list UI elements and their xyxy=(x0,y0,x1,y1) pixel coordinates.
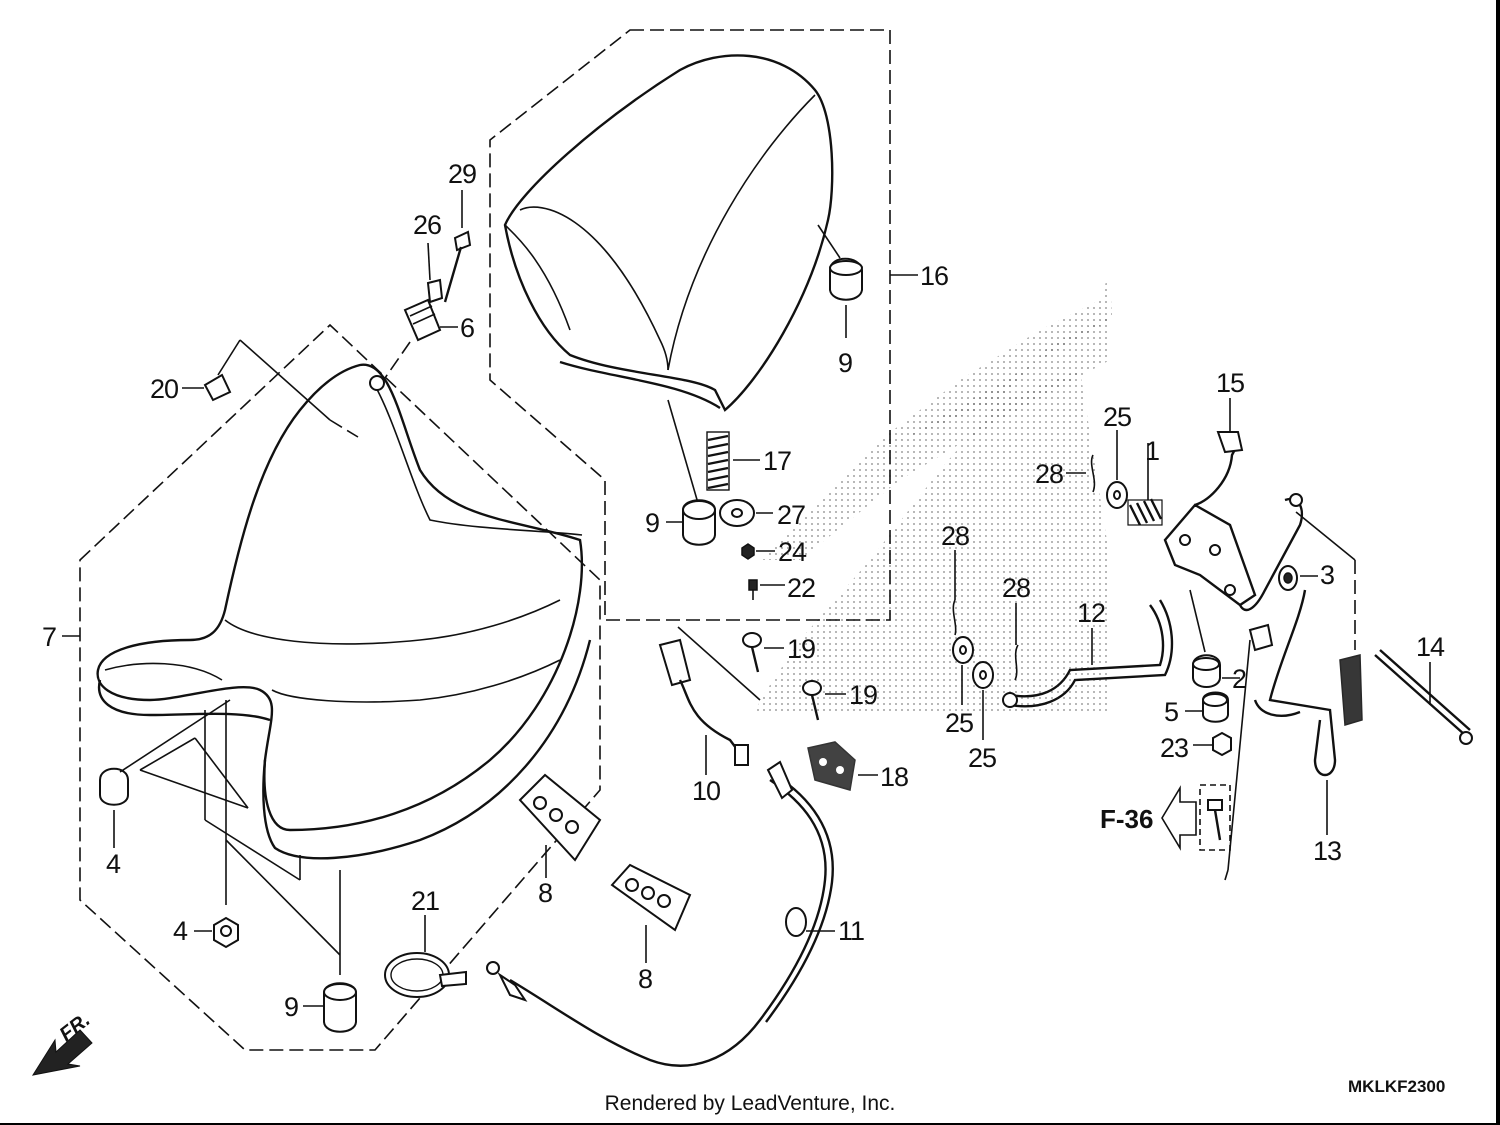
washer-3[interactable] xyxy=(1278,565,1298,591)
callout-9-lower: 9 xyxy=(284,992,298,1022)
callout-24: 24 xyxy=(778,537,807,567)
nut-24[interactable] xyxy=(741,543,755,560)
nut-23[interactable] xyxy=(1212,731,1232,757)
callout-27: 27 xyxy=(777,500,805,530)
washer-27[interactable] xyxy=(719,499,755,527)
callout-25-mid-left: 25 xyxy=(945,708,973,738)
spring-1[interactable] xyxy=(1127,498,1163,526)
rear-seat-group-outline xyxy=(489,29,891,621)
washer-25-upper[interactable] xyxy=(1106,481,1128,509)
callout-8-left: 8 xyxy=(538,878,552,908)
bolt-29[interactable] xyxy=(443,230,472,303)
spring-17[interactable] xyxy=(706,431,730,491)
callout-11: 11 xyxy=(838,916,864,946)
callout-9-upper: 9 xyxy=(838,348,852,378)
figure-reference[interactable]: F-36 xyxy=(1100,804,1153,834)
clip-28-mid-left[interactable] xyxy=(952,599,957,636)
callout-6: 6 xyxy=(460,313,474,343)
callout-3: 3 xyxy=(1320,560,1334,590)
bolt-19-lower[interactable] xyxy=(802,680,822,721)
callout-4-lower: 4 xyxy=(173,916,188,946)
bracket-15[interactable] xyxy=(1163,431,1257,607)
collar-5[interactable] xyxy=(1202,691,1229,723)
callout-10: 10 xyxy=(692,776,720,806)
bolt-22[interactable] xyxy=(748,579,758,600)
washer-26[interactable] xyxy=(426,278,444,304)
dotted-shading xyxy=(755,270,1112,715)
callout-21: 21 xyxy=(411,886,439,916)
seat-latch-18[interactable] xyxy=(807,741,856,791)
rubber-block-8-left[interactable] xyxy=(518,773,602,862)
washer-25-mid-right[interactable] xyxy=(972,661,994,689)
rubber-cushion-9-lower[interactable] xyxy=(323,982,357,1033)
cable-11[interactable] xyxy=(486,760,834,1067)
callout-14: 14 xyxy=(1416,632,1445,662)
seat-lock-10[interactable] xyxy=(658,638,749,766)
callout-18: 18 xyxy=(880,762,908,792)
callout-23: 23 xyxy=(1160,733,1188,763)
drawing-code: MKLKF2300 xyxy=(1348,1077,1445,1096)
front-direction-arrow xyxy=(31,1029,93,1076)
nut-4-lower[interactable] xyxy=(213,916,239,949)
callout-28-upper: 28 xyxy=(1035,459,1063,489)
callout-28-mid-right: 28 xyxy=(1002,573,1030,603)
damper-13-body[interactable] xyxy=(1339,654,1363,726)
render-credit: Rendered by LeadVenture, Inc. xyxy=(604,1092,896,1115)
callout-4-upper: 4 xyxy=(106,849,121,879)
callout-25-upper: 25 xyxy=(1103,402,1131,432)
seat-handle[interactable] xyxy=(97,679,271,722)
callout-17: 17 xyxy=(763,446,791,476)
callout-19-lower: 19 xyxy=(849,680,877,710)
rubber-cushion-9-upper[interactable] xyxy=(829,257,863,301)
callout-5: 5 xyxy=(1164,697,1178,727)
pin-14[interactable] xyxy=(1374,649,1473,745)
rubber-2[interactable] xyxy=(1192,654,1221,688)
figure-ref-arrow xyxy=(1161,784,1231,851)
callout-25-mid-right: 25 xyxy=(968,743,996,773)
clip-28-mid-right[interactable] xyxy=(1014,644,1019,681)
callout-7: 7 xyxy=(42,622,56,652)
rubber-block-8-right[interactable] xyxy=(610,863,692,932)
callout-22: 22 xyxy=(787,573,815,603)
callout-20: 20 xyxy=(150,374,178,404)
callout-12: 12 xyxy=(1077,598,1105,628)
callout-1: 1 xyxy=(1145,436,1159,466)
band-21[interactable] xyxy=(384,952,467,998)
washer-25-mid-left[interactable] xyxy=(952,636,974,664)
cap-4-upper[interactable] xyxy=(99,767,129,806)
arm-13[interactable] xyxy=(1238,493,1337,777)
callout-29: 29 xyxy=(448,159,476,189)
bolt-19-upper[interactable] xyxy=(742,632,762,673)
collar-6[interactable] xyxy=(403,298,442,342)
rod-12[interactable] xyxy=(1002,599,1174,708)
callout-26: 26 xyxy=(413,210,441,240)
rear-seat-cowl[interactable] xyxy=(503,54,834,412)
main-seat[interactable] xyxy=(96,363,592,860)
callout-13: 13 xyxy=(1313,836,1341,866)
callout-9-middle: 9 xyxy=(645,508,659,538)
callout-2: 2 xyxy=(1232,664,1246,694)
clip-28-upper[interactable] xyxy=(1090,454,1096,493)
clip-20[interactable] xyxy=(203,373,232,402)
callout-19-upper: 19 xyxy=(787,634,815,664)
callout-8-right: 8 xyxy=(638,964,652,994)
callout-28-mid-left: 28 xyxy=(941,521,969,551)
callout-16: 16 xyxy=(920,261,948,291)
rubber-cushion-9-middle[interactable] xyxy=(682,499,716,546)
callout-15: 15 xyxy=(1216,368,1244,398)
